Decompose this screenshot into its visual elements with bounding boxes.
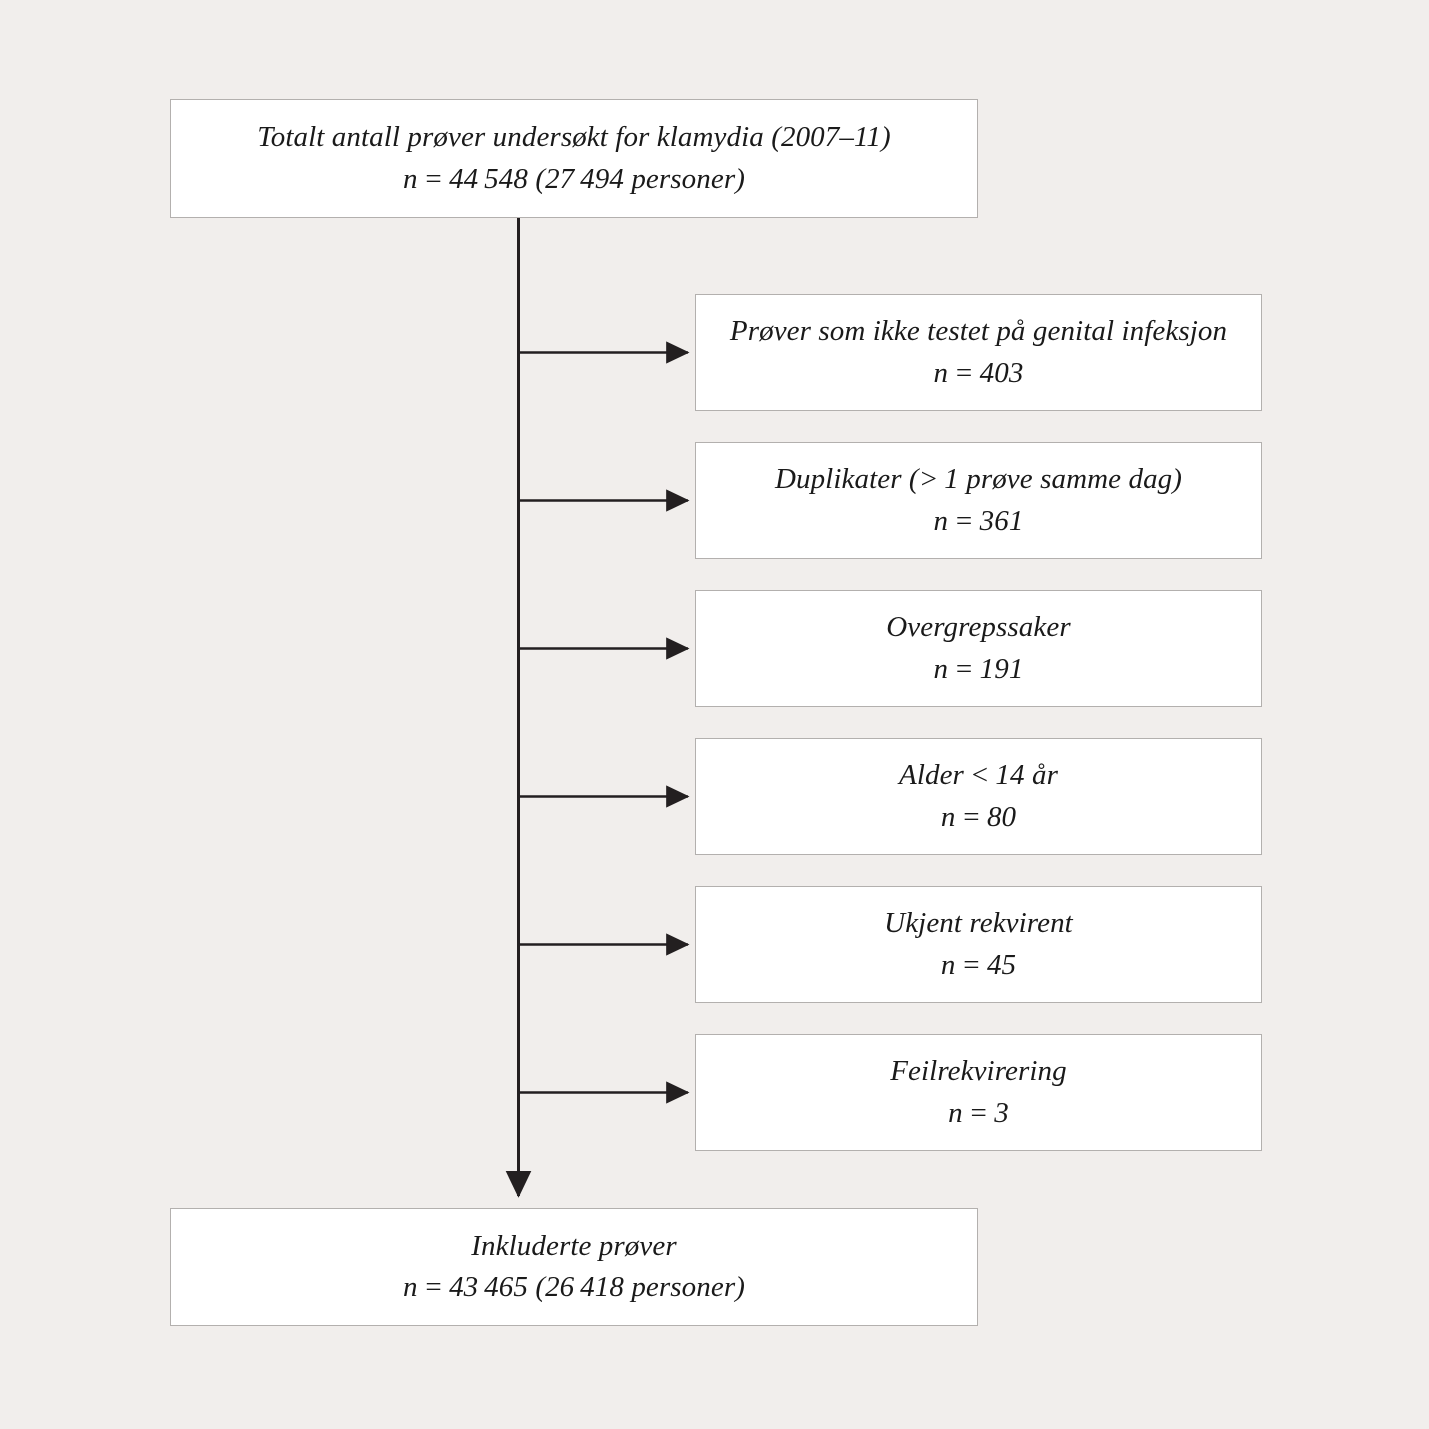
- node-exclusion-count: n = 403: [933, 356, 1024, 389]
- node-exclusion-age-under-14: Alder < 14 år n = 80: [695, 738, 1262, 855]
- node-included-samples-label: Inkluderte prøver: [471, 1229, 677, 1262]
- node-exclusion-label: Duplikater (> 1 prøve samme dag): [774, 463, 1183, 496]
- node-exclusion-count: n = 80: [940, 800, 1017, 833]
- node-total-samples: Totalt antall prøver undersøkt for klamy…: [170, 99, 978, 218]
- node-exclusion-label: Overgrepssaker: [886, 611, 1071, 644]
- node-total-samples-label: Totalt antall prøver undersøkt for klamy…: [257, 121, 891, 154]
- node-exclusion-duplicates: Duplikater (> 1 prøve samme dag) n = 361: [695, 442, 1262, 559]
- node-exclusion-count: n = 191: [933, 652, 1024, 685]
- node-exclusion-count: n = 3: [948, 1096, 1009, 1129]
- node-exclusion-label: Prøver som ikke testet på genital infeks…: [729, 315, 1228, 348]
- node-included-samples: Inkluderte prøver n = 43 465 (26 418 per…: [170, 1208, 978, 1326]
- node-exclusion-assault-cases: Overgrepssaker n = 191: [695, 590, 1262, 707]
- node-exclusion-label: Feilrekvirering: [890, 1055, 1067, 1088]
- node-exclusion-label: Ukjent rekvirent: [884, 907, 1073, 940]
- node-exclusion-count: n = 45: [940, 948, 1017, 981]
- node-exclusion-unknown-requisitioner: Ukjent rekvirent n = 45: [695, 886, 1262, 1003]
- node-included-samples-count: n = 43 465 (26 418 personer): [402, 1271, 745, 1303]
- node-total-samples-count: n = 44 548 (27 494 personer): [402, 162, 745, 195]
- node-exclusion-count: n = 361: [933, 504, 1024, 537]
- node-exclusion-wrong-requisition: Feilrekvirering n = 3: [695, 1034, 1262, 1151]
- node-exclusion-not-tested: Prøver som ikke testet på genital infeks…: [695, 294, 1262, 411]
- node-exclusion-label: Alder < 14 år: [899, 759, 1058, 792]
